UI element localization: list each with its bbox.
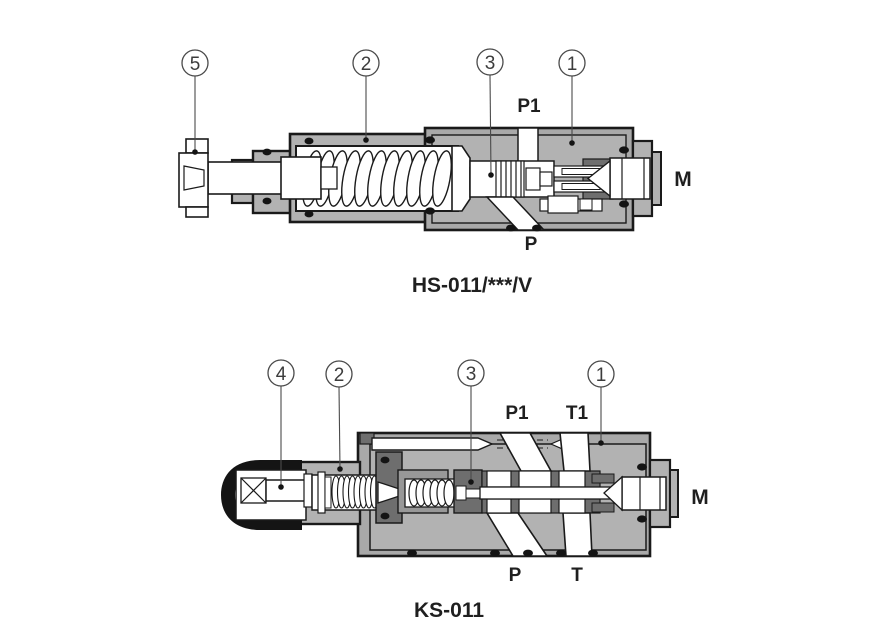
callout-2-number: 2: [361, 54, 372, 75]
ks-t-channel: [562, 512, 593, 557]
callout-3-number: 3: [485, 53, 496, 74]
ks-port-label-p: P: [509, 565, 522, 586]
ks-m-port-internals: [591, 473, 667, 513]
hs-spring-retainer: [451, 145, 471, 212]
ks-spool-bore: [479, 486, 613, 500]
callout-3: 3: [476, 48, 504, 178]
ks-spring-section: [311, 451, 483, 524]
ks-callouts: 4 2 3 1: [267, 359, 615, 490]
ks-port-label-p1: P1: [505, 403, 529, 424]
hs-port-label-p1: P1: [517, 96, 541, 117]
ks-port-label-t1: T1: [566, 403, 589, 424]
callout-1b: 1: [587, 360, 615, 446]
callout-1-number: 1: [567, 54, 578, 75]
hs-valve-internals: [469, 127, 651, 231]
hs-adjustment-screw: [178, 138, 338, 218]
hs-callouts: 5 2 3 1: [181, 48, 586, 178]
callout-1-number: 1: [596, 365, 607, 386]
callout-3-number: 3: [466, 364, 477, 385]
callout-3b: 3: [457, 359, 485, 485]
ks-t1-channel: [559, 432, 591, 472]
callout-2b: 2: [325, 360, 353, 472]
ks-adjustment-assembly: [235, 469, 319, 521]
callout-5: 5: [181, 49, 209, 155]
callout-5-number: 5: [190, 54, 201, 75]
ks-second-spring: [408, 479, 455, 507]
hs-spool-piston: [495, 160, 553, 198]
callout-1: 1: [558, 49, 586, 146]
hs-seals: [262, 136, 629, 232]
ks-seals: [380, 456, 647, 557]
ks-spool-sleeve: [479, 432, 613, 557]
callout-4-number: 4: [276, 364, 287, 385]
ks-port-label-t: T: [571, 565, 583, 586]
hs-port-label-p: P: [525, 234, 538, 255]
hs-port-label-m: M: [674, 168, 692, 191]
callout-2: 2: [352, 49, 380, 143]
callout-2-number: 2: [334, 365, 345, 386]
hs-p-channel: [485, 196, 546, 231]
callout-4: 4: [267, 359, 295, 490]
ks-fine-spring: [331, 475, 380, 509]
ks-valve-diagram: 4 2 3 1 P1 T1 P T: [221, 359, 709, 622]
ks-valve-title: KS-011: [414, 599, 484, 622]
hs-valve-diagram: 5 2 3 1 P1 P M HS-0: [178, 48, 692, 297]
ks-poppet-cone: [377, 481, 413, 504]
hs-valve-title: HS-011/***/V: [412, 274, 532, 297]
ks-port-label-m: M: [691, 486, 709, 509]
